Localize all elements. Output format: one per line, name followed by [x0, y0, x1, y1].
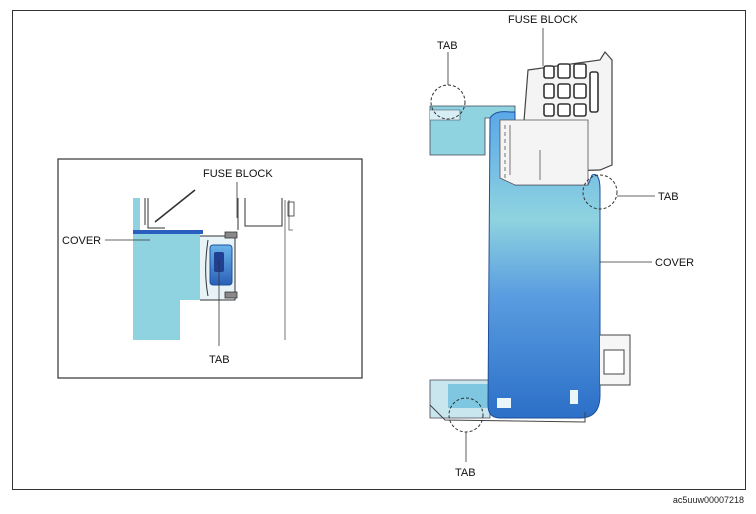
tab-circle-right	[582, 174, 618, 210]
inset-fuse-block-label: FUSE BLOCK	[203, 168, 273, 180]
tab-label-right: TAB	[658, 191, 679, 203]
main-cover	[487, 111, 601, 419]
inset-tab-label: TAB	[209, 354, 230, 366]
inset-border	[57, 158, 363, 379]
cover-window	[499, 119, 589, 186]
inset-cover-edge	[133, 230, 203, 234]
tab-circle-top	[430, 84, 466, 120]
main-view: FUSE BLOCK TAB TAB COVER TAB	[429, 14, 694, 479]
inset-fuse-bracket	[144, 198, 165, 229]
diagram-frame	[12, 10, 746, 490]
inset-fuse-arm	[154, 189, 196, 223]
fuse-grid	[543, 63, 599, 117]
inset-detail: FUSE BLOCK COVER TAB	[57, 158, 363, 379]
tab-label-top: TAB	[437, 40, 458, 52]
cover-label: COVER	[655, 257, 694, 269]
document-id: ac5uuw00007218	[672, 495, 744, 505]
fuse-block-label: FUSE BLOCK	[508, 14, 578, 26]
inset-cover-label: COVER	[62, 235, 101, 247]
tab-label-bottom: TAB	[455, 467, 476, 479]
